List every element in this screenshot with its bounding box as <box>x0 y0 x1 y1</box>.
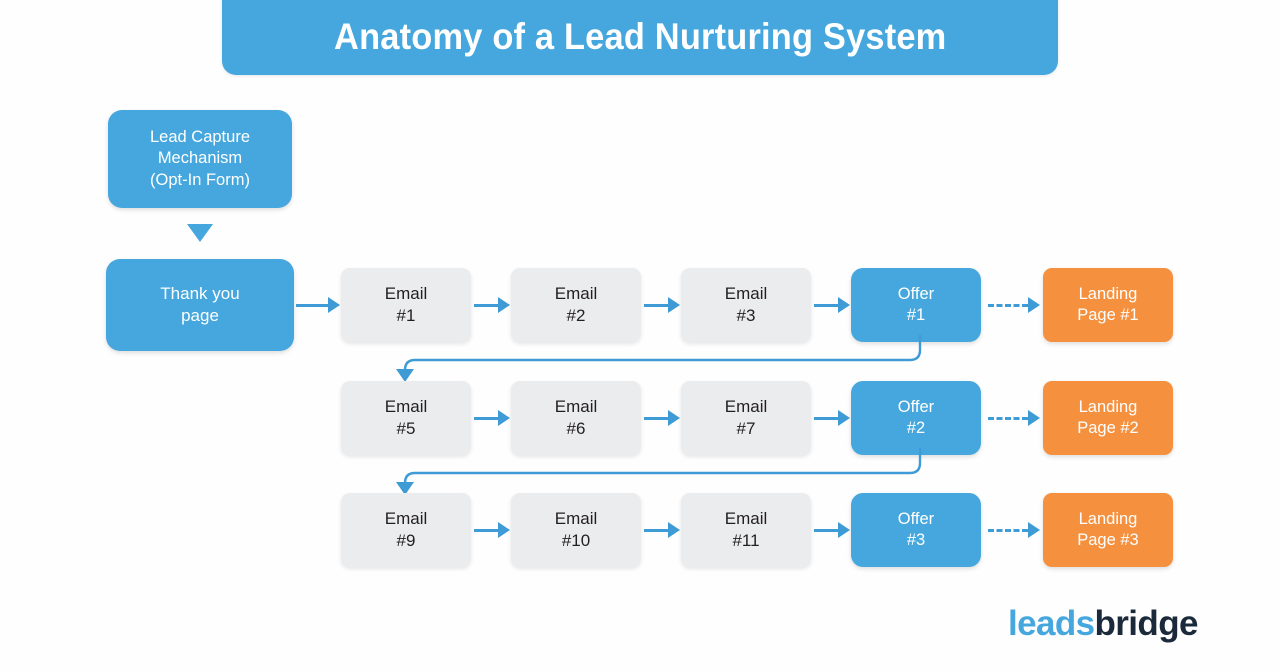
arrow-head <box>838 297 850 313</box>
arrow-stem-dashed <box>988 303 1028 307</box>
lead-capture-line-1: Lead Capture <box>150 127 250 146</box>
arrow-right-icon-email3-to-offer1 <box>814 297 850 313</box>
arrow-right-icon-email11-to-offer3 <box>814 522 850 538</box>
email-6-line-2: #6 <box>566 419 586 438</box>
email-9-line-2: #9 <box>396 531 416 550</box>
arrow-right-icon-email2-to-email3 <box>644 297 680 313</box>
node-email-10: Email #10 <box>511 493 641 567</box>
node-email-6: Email #6 <box>511 381 641 455</box>
arrow-stem <box>474 303 498 307</box>
landing-3-line-1: Landing <box>1078 509 1138 528</box>
leadsbridge-logo: leads bridge <box>1008 604 1198 644</box>
arrow-head <box>498 410 510 426</box>
node-lead-capture-mechanism: Lead Capture Mechanism (Opt-In Form) <box>108 110 292 208</box>
email-7-line-1: Email <box>724 396 768 416</box>
node-offer-1: Offer #1 <box>851 268 981 342</box>
arrow-head <box>1028 522 1040 538</box>
email-10-line-2: #10 <box>561 531 591 550</box>
arrow-right-icon-email7-to-offer2 <box>814 410 850 426</box>
node-offer-3: Offer #3 <box>851 493 981 567</box>
arrow-stem-dashed <box>988 528 1028 532</box>
node-email-1: Email #1 <box>341 268 471 342</box>
email-6-line-1: Email <box>554 396 598 416</box>
arrow-right-icon-email1-to-email2 <box>474 297 510 313</box>
email-11-line-2: #11 <box>732 531 760 550</box>
arrow-stem <box>644 416 668 420</box>
arrow-head <box>668 297 680 313</box>
arrow-stem <box>474 416 498 420</box>
landing-1-line-1: Landing <box>1078 284 1138 303</box>
arrow-stem <box>474 528 498 532</box>
arrow-head <box>1028 297 1040 313</box>
arrow-head <box>1028 410 1040 426</box>
arrow-stem <box>814 528 838 532</box>
arrow-stem <box>814 303 838 307</box>
thank-you-line-2: page <box>181 306 219 325</box>
node-thank-you-page: Thank you page <box>106 259 294 351</box>
offer-2-line-2: #2 <box>906 419 926 437</box>
offer-2-line-1: Offer <box>897 397 935 416</box>
loop-connector-row1-to-row2 <box>390 334 930 382</box>
arrow-right-icon-email5-to-email6 <box>474 410 510 426</box>
node-email-7: Email #7 <box>681 381 811 455</box>
landing-2-line-1: Landing <box>1078 397 1138 416</box>
page-title: Anatomy of a Lead Nurturing System <box>333 15 947 57</box>
email-3-line-1: Email <box>724 283 768 303</box>
email-1-line-1: Email <box>384 283 428 303</box>
offer-3-line-1: Offer <box>897 509 935 528</box>
landing-3-line-2: Page #3 <box>1077 531 1139 549</box>
node-email-9: Email #9 <box>341 493 471 567</box>
arrow-stem <box>644 528 668 532</box>
node-email-3: Email #3 <box>681 268 811 342</box>
arrow-stem <box>296 303 328 307</box>
email-2-line-1: Email <box>554 283 598 303</box>
offer-1-line-2: #1 <box>906 306 926 324</box>
title-banner: Anatomy of a Lead Nurturing System <box>222 0 1058 75</box>
arrow-down-icon-lead-capture-to-thank-you <box>187 224 213 242</box>
email-3-line-2: #3 <box>736 306 756 325</box>
arrow-right-dashed-icon-offer3-to-landing3 <box>988 522 1040 538</box>
arrow-head <box>668 410 680 426</box>
arrow-head <box>668 522 680 538</box>
logo-text-leads: leads <box>1008 604 1095 643</box>
node-landing-page-3: Landing Page #3 <box>1043 493 1173 567</box>
arrow-right-icon-email6-to-email7 <box>644 410 680 426</box>
arrow-right-icon-email9-to-email10 <box>474 522 510 538</box>
node-email-5: Email #5 <box>341 381 471 455</box>
logo-text-bridge: bridge <box>1094 604 1199 643</box>
node-email-2: Email #2 <box>511 268 641 342</box>
node-landing-page-1: Landing Page #1 <box>1043 268 1173 342</box>
node-offer-2: Offer #2 <box>851 381 981 455</box>
node-email-11: Email #11 <box>681 493 811 567</box>
email-9-line-1: Email <box>384 508 428 528</box>
lead-capture-line-3: (Opt-In Form) <box>150 170 250 189</box>
email-11-line-1: Email <box>724 508 768 528</box>
offer-3-line-2: #3 <box>906 531 926 549</box>
loop-connector-row2-to-row3 <box>390 447 930 495</box>
email-1-line-2: #1 <box>396 306 416 325</box>
email-2-line-2: #2 <box>566 306 586 325</box>
landing-1-line-2: Page #1 <box>1077 306 1139 324</box>
arrow-right-icon-email10-to-email11 <box>644 522 680 538</box>
arrow-head <box>498 297 510 313</box>
arrow-head <box>838 522 850 538</box>
arrow-right-dashed-icon-offer1-to-landing1 <box>988 297 1040 313</box>
arrow-stem <box>814 416 838 420</box>
thank-you-line-1: Thank you <box>160 283 240 303</box>
arrow-head <box>838 410 850 426</box>
email-7-line-2: #7 <box>736 419 756 438</box>
email-10-line-1: Email <box>554 508 598 528</box>
arrow-stem <box>644 303 668 307</box>
node-landing-page-2: Landing Page #2 <box>1043 381 1173 455</box>
arrow-head <box>328 297 340 313</box>
arrow-right-icon-thankyou-to-email1 <box>296 297 340 313</box>
lead-capture-line-2: Mechanism <box>157 149 243 168</box>
email-5-line-2: #5 <box>396 419 416 438</box>
offer-1-line-1: Offer <box>897 284 935 303</box>
arrow-stem-dashed <box>988 416 1028 420</box>
landing-2-line-2: Page #2 <box>1077 419 1139 437</box>
email-5-line-1: Email <box>384 396 428 416</box>
arrow-head <box>498 522 510 538</box>
arrow-right-dashed-icon-offer2-to-landing2 <box>988 410 1040 426</box>
